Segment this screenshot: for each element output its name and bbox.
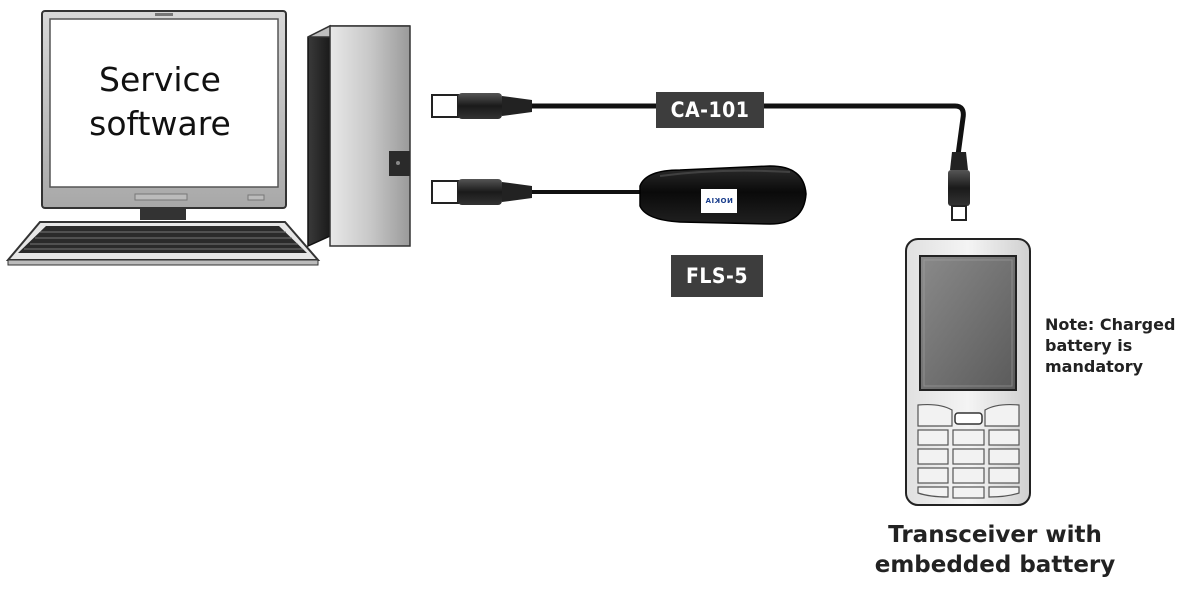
monitor <box>41 10 287 220</box>
phone-caption-line2: embedded battery <box>874 552 1116 578</box>
pc-tower <box>307 24 411 248</box>
fls-5-label-text: FLS-5 <box>685 264 749 288</box>
phone-caption: Transceiver with embedded battery <box>800 520 1190 580</box>
battery-note-line2: battery is <box>1045 336 1133 355</box>
keyboard <box>5 221 321 266</box>
phone-caption-line1: Transceiver with <box>888 522 1102 548</box>
phone <box>905 238 1031 506</box>
fls-5-label: FLS-5 <box>671 255 763 297</box>
battery-note-line3: mandatory <box>1045 357 1144 376</box>
ca-101-label-text: CA-101 <box>670 98 750 122</box>
dongle-brand-logo: NOKIA <box>701 189 737 213</box>
fls-5-cable <box>431 165 807 225</box>
ca-101-cable <box>431 93 970 221</box>
service-software-label: Service software <box>60 58 260 146</box>
service-software-line1: Service <box>99 60 221 99</box>
battery-note-line1: Note: Charged <box>1045 315 1176 334</box>
ca-101-label: CA-101 <box>656 92 764 128</box>
battery-note: Note: Charged battery is mandatory <box>1045 314 1194 377</box>
dongle-brand-text: NOKIA <box>705 197 733 205</box>
service-software-line2: software <box>89 104 231 143</box>
